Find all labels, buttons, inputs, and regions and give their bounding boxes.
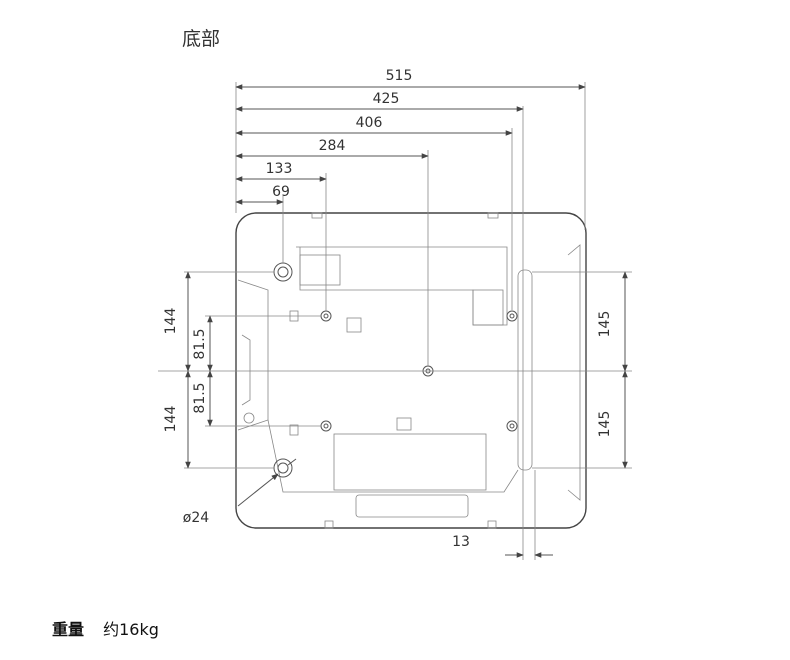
dim-69: 69 bbox=[272, 184, 290, 200]
dim-515: 515 bbox=[386, 68, 413, 84]
dim-81-5-bottom: 81.5 bbox=[192, 382, 208, 413]
dim-13: 13 bbox=[452, 534, 470, 550]
weight-label: 重量 bbox=[52, 620, 85, 639]
dim-406: 406 bbox=[356, 115, 383, 131]
weight-spec: 重量 约16kg bbox=[52, 616, 159, 640]
dim-144-bottom: 144 bbox=[163, 406, 179, 433]
diagram-title: 底部 bbox=[182, 28, 221, 50]
dim-81-5-top: 81.5 bbox=[192, 328, 208, 359]
dim-hole-diameter: ø24 bbox=[183, 510, 209, 526]
extension-lines bbox=[158, 82, 632, 560]
dimension-labels: 515 425 406 284 133 69 144 81.5 81.5 144… bbox=[163, 68, 613, 550]
dim-425: 425 bbox=[373, 91, 400, 107]
dim-145-top: 145 bbox=[597, 311, 613, 338]
dim-145-bottom: 145 bbox=[597, 411, 613, 438]
dim-133: 133 bbox=[266, 161, 293, 177]
weight-value: 约16kg bbox=[103, 620, 159, 639]
dim-284: 284 bbox=[319, 138, 346, 154]
device-outline bbox=[235, 212, 587, 529]
dim-144-top: 144 bbox=[163, 308, 179, 335]
dimension-lines bbox=[185, 84, 628, 558]
